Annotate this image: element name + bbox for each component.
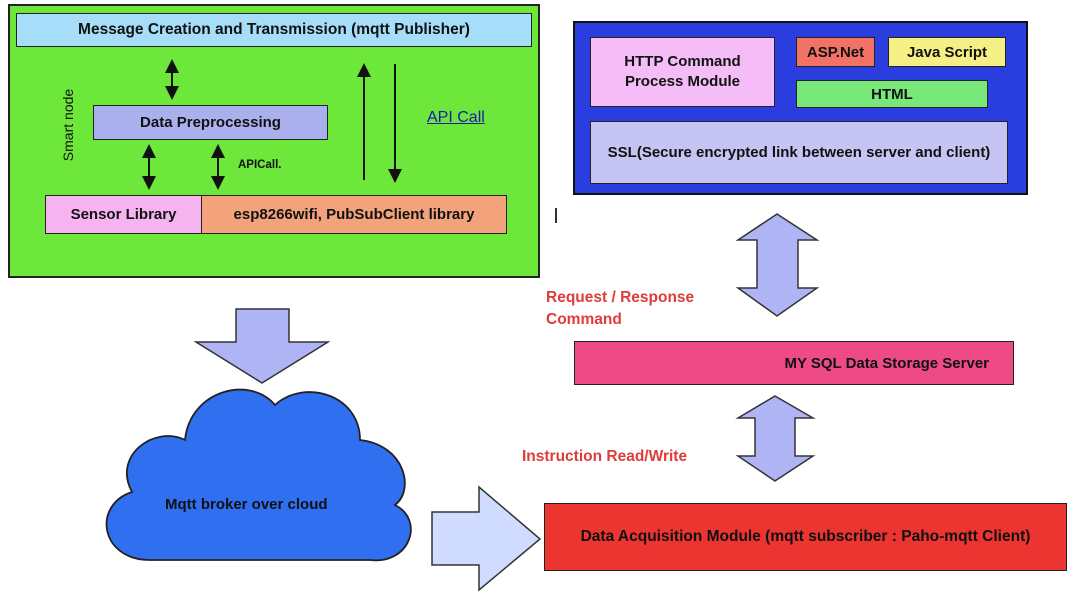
sensor-library-label: Sensor Library [70, 206, 177, 223]
html-box: HTML [796, 80, 988, 108]
instruction-label: Instruction Read/Write [522, 448, 688, 465]
aspnet-label: ASP.Net [806, 43, 865, 61]
preprocessing-label: Data Preprocessing [140, 114, 281, 131]
apicall-small-label: APICall. [238, 159, 282, 171]
request-response-label: Request / Response Command [546, 289, 695, 328]
cloud-icon [105, 388, 412, 562]
mysql-label: MY SQL Data Storage Server [784, 354, 989, 372]
http-module-label: HTTP Command Process Module [624, 53, 741, 90]
cloud-label: Mqtt broker over cloud [165, 496, 328, 513]
ssl-label: SSL(Secure encrypted link between server… [607, 144, 991, 161]
html-label: HTML [871, 85, 913, 103]
javascript-box: Java Script [888, 37, 1006, 67]
api-call-label: API Call [427, 109, 485, 126]
double-arrow-mysql-acquisition-icon [735, 395, 816, 482]
esp-library-box: esp8266wifi, PubSubClient library [201, 195, 507, 234]
publisher-box: Message Creation and Transmission (mqtt … [16, 13, 532, 47]
text-cursor-mark [555, 208, 557, 223]
acquisition-box: Data Acquisition Module (mqtt subscriber… [544, 503, 1067, 571]
mysql-box: MY SQL Data Storage Server [574, 341, 1014, 385]
acquisition-label: Data Acquisition Module (mqtt subscriber… [580, 528, 1031, 545]
aspnet-box: ASP.Net [796, 37, 875, 67]
publisher-label: Message Creation and Transmission (mqtt … [78, 21, 470, 38]
double-arrow-server-mysql-icon [735, 213, 820, 317]
http-module-box: HTTP Command Process Module [590, 37, 775, 107]
preprocessing-box: Data Preprocessing [93, 105, 328, 140]
sensor-library-box: Sensor Library [45, 195, 202, 234]
big-down-arrow-icon [193, 308, 331, 384]
javascript-label: Java Script [906, 43, 988, 61]
esp-library-label: esp8266wifi, PubSubClient library [233, 206, 475, 223]
right-arrow-cloud-to-acquisition-icon [431, 485, 542, 592]
ssl-box: SSL(Secure encrypted link between server… [590, 121, 1008, 184]
